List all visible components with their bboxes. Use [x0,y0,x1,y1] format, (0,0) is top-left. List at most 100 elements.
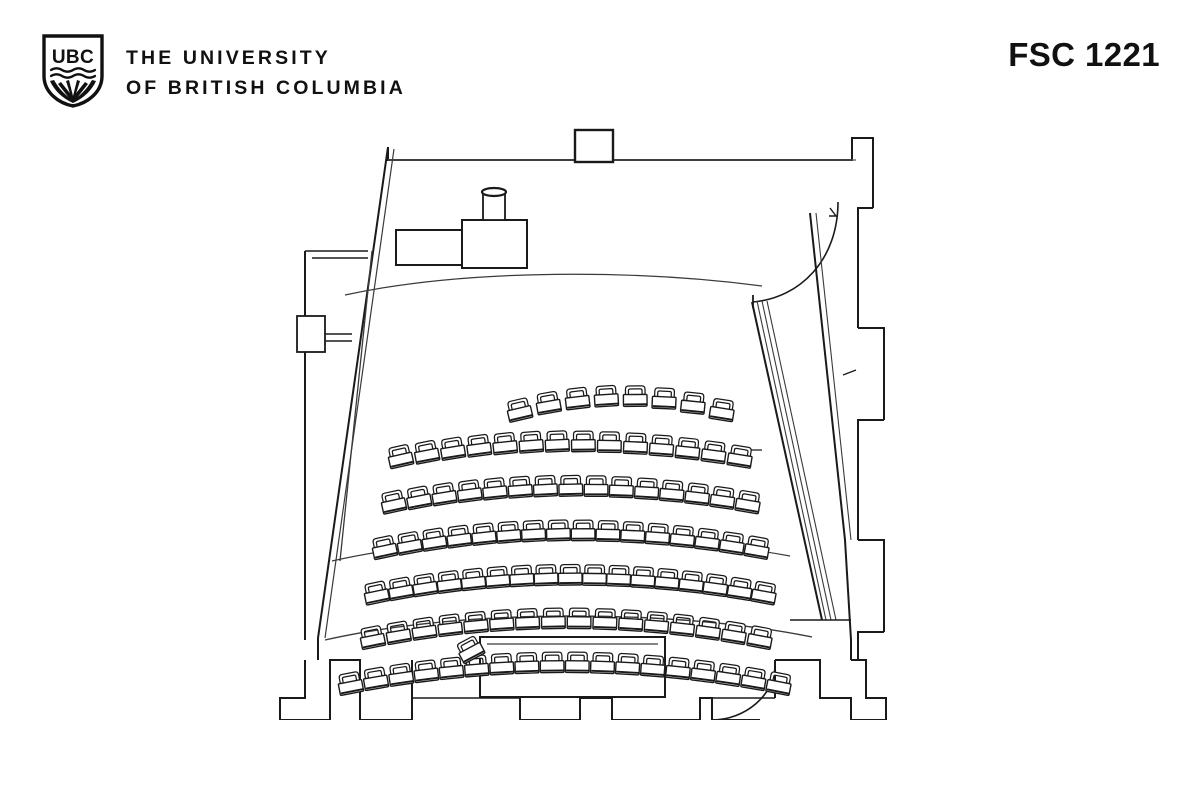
seat[interactable] [651,386,678,411]
seat[interactable] [429,481,459,507]
seat[interactable] [494,520,523,545]
seat[interactable] [517,430,545,455]
seat[interactable] [591,607,619,631]
seat[interactable] [608,475,635,499]
seat[interactable] [455,478,484,504]
seat[interactable] [605,564,632,588]
seat[interactable] [386,575,415,602]
seat[interactable] [583,474,609,498]
seat[interactable] [629,565,657,590]
seat[interactable] [506,475,534,500]
seat[interactable] [411,438,441,466]
seat[interactable] [532,563,560,587]
seat[interactable] [469,521,498,547]
seat[interactable] [589,651,616,675]
seat[interactable] [563,385,592,411]
seat[interactable] [658,478,686,504]
seat[interactable] [480,476,509,502]
seat[interactable] [617,608,645,633]
seat[interactable] [668,612,697,638]
seat[interactable] [533,389,563,416]
seat[interactable] [437,655,465,681]
seat[interactable] [488,608,515,633]
seat[interactable] [557,474,584,498]
seat[interactable] [508,564,536,588]
seat[interactable] [622,384,649,408]
seat[interactable] [644,522,672,546]
seat[interactable] [674,436,702,461]
seat[interactable] [694,615,723,642]
seat[interactable] [361,579,391,607]
seat[interactable] [434,569,463,595]
seat[interactable] [749,579,779,606]
seat[interactable] [404,484,434,511]
seat[interactable] [411,658,440,684]
seat[interactable] [718,530,747,556]
seat[interactable] [622,431,649,456]
seat[interactable] [564,651,591,674]
seat[interactable] [596,430,623,454]
seat[interactable] [543,429,571,454]
seat[interactable] [701,572,730,598]
seat[interactable] [410,572,439,598]
seat[interactable] [566,607,592,630]
seat[interactable] [653,567,681,592]
seat[interactable] [385,442,415,470]
seat[interactable] [664,655,693,681]
seat[interactable] [570,430,597,453]
seat[interactable] [725,443,755,470]
seat[interactable] [745,624,775,651]
seat[interactable] [742,534,772,561]
seat[interactable] [409,615,438,642]
seat[interactable] [725,575,755,602]
seat[interactable] [643,610,671,635]
seat[interactable] [619,520,647,544]
seat[interactable] [633,476,661,501]
seat[interactable] [581,563,608,587]
seat[interactable] [383,619,413,646]
seat[interactable] [592,384,620,408]
seat[interactable] [545,518,572,542]
seat[interactable] [677,569,706,595]
seat[interactable] [693,526,722,552]
seat[interactable] [378,488,408,516]
seat[interactable] [444,523,473,550]
seat[interactable] [708,484,737,511]
seat[interactable] [614,652,642,676]
seat[interactable] [639,653,667,678]
seat[interactable] [700,439,729,465]
seat[interactable] [708,396,737,423]
seat[interactable] [714,661,743,688]
seat[interactable] [514,607,541,631]
seat[interactable] [683,481,712,507]
seat[interactable] [595,519,621,543]
seat[interactable] [570,519,596,542]
seat[interactable] [464,432,493,459]
seat[interactable] [689,658,718,684]
seat[interactable] [369,533,399,561]
seat[interactable] [459,566,487,592]
seat[interactable] [539,651,565,674]
seat[interactable] [361,665,390,692]
seat[interactable] [557,563,584,587]
seat[interactable] [532,474,559,498]
seat[interactable] [513,651,540,675]
seat[interactable] [483,565,512,590]
seat[interactable] [648,433,676,458]
seat[interactable] [394,529,424,557]
seat[interactable] [491,431,519,456]
seat[interactable] [419,526,449,553]
seat[interactable] [764,670,794,697]
seat[interactable] [438,435,467,462]
seat[interactable] [504,396,534,424]
seat[interactable] [435,612,464,638]
seat[interactable] [739,665,769,692]
seat[interactable] [668,524,697,549]
seat[interactable] [488,652,515,676]
seat[interactable] [679,390,707,416]
seat[interactable] [540,607,567,630]
seat[interactable] [386,661,415,688]
seat[interactable] [520,519,547,543]
seat[interactable] [733,488,763,515]
seat[interactable] [462,610,490,635]
